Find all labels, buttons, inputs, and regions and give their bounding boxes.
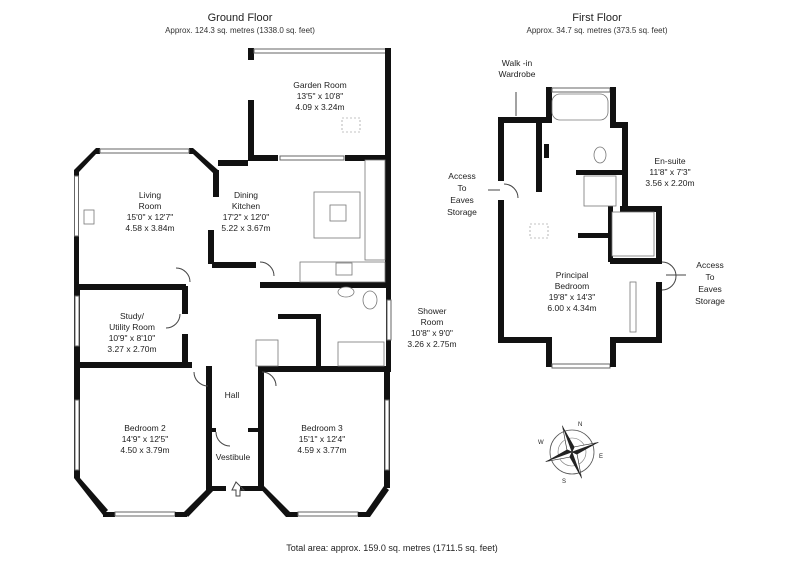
toilet-icon [362,290,378,310]
compass-n: N [578,422,582,428]
hob-icon [329,204,347,222]
first-floor-walls [498,87,662,369]
ensuite-name: En-suite [654,156,685,166]
sink-icon [335,262,353,276]
access-right-2: To [706,272,715,282]
compass-s: S [562,479,566,485]
ground-floor-fixtures [83,117,386,497]
door-swing [215,431,231,447]
access-right-1: Access [696,260,723,270]
rooflight-icon [341,117,361,133]
study-name-1: Study/ [120,311,145,321]
garden-room-metric: 4.09 x 3.24m [295,102,344,112]
living-room-imperial: 15'0" x 12'7" [127,212,174,222]
dining-kitchen-metric: 5.22 x 3.67m [221,223,270,233]
access-left-2: To [458,183,467,193]
access-left-3: Eaves [450,195,474,205]
principal-bedroom-name-2: Bedroom [555,281,590,291]
basin-icon [337,286,355,298]
bedroom-3-imperial: 15'1" x 12'4" [299,434,346,444]
study-imperial: 10'9" x 8'10" [109,333,156,343]
wardrobe-icon [629,281,637,333]
ground-floor-title: Ground Floor [208,12,273,24]
bath-icon [551,93,609,121]
door-swing [165,313,181,329]
kitchen-units [364,159,386,261]
first-floor-title: First Floor [572,12,622,24]
ground-floor-labels: Garden Room 13'5" x 10'8" 4.09 x 3.24m L… [107,80,456,462]
toilet-icon [593,146,607,164]
door-swing [261,371,277,387]
rooflight-icon [529,223,549,239]
shower-tray [337,341,385,367]
stair-icon [611,211,655,257]
first-floor-fixtures [488,92,686,333]
dining-kitchen-name-1: Dining [234,190,258,200]
living-room-metric: 4.58 x 3.84m [125,223,174,233]
access-right-4: Storage [695,296,725,306]
compass-e: E [599,454,603,460]
entrance-arrow-icon [231,481,246,497]
garden-room-imperial: 13'5" x 10'8" [297,91,344,101]
stair-icon [255,339,279,367]
study-name-2: Utility Room [109,322,155,332]
shower-room-imperial: 10'8" x 9'0" [411,328,453,338]
principal-bedroom-name-1: Principal [556,270,589,280]
bedroom-2-metric: 4.50 x 3.79m [120,445,169,455]
first-floor-labels: Walk -in Wardrobe En-suite 11'8" x 7'3" … [447,58,725,313]
door-swing [661,261,677,291]
principal-bedroom-metric: 6.00 x 4.34m [547,303,596,313]
dining-kitchen-name-2: Kitchen [232,201,261,211]
walk-in-label-2: Wardrobe [498,69,535,79]
bedroom-3-name: Bedroom 3 [301,423,343,433]
ensuite-imperial: 11'8" x 7'3" [649,167,690,177]
compass-rose: W E N S [538,422,603,485]
access-left-4: Storage [447,207,477,217]
shower-room-metric: 3.26 x 2.75m [407,339,456,349]
vestibule-name: Vestibule [216,452,251,462]
principal-bedroom-imperial: 19'8" x 14'3" [549,292,596,302]
shower-room-name-2: Room [421,317,444,327]
door-swing [175,267,191,283]
fireplace-icon [83,209,95,225]
bedroom-2-name: Bedroom 2 [124,423,166,433]
walk-in-label-1: Walk -in [502,58,533,68]
door-swing [503,183,519,199]
access-right-3: Eaves [698,284,722,294]
hall-name: Hall [225,390,240,400]
bedroom-3-metric: 4.59 x 3.77m [297,445,346,455]
dining-kitchen-imperial: 17'2" x 12'0" [223,212,270,222]
bedroom-2-imperial: 14'9" x 12'5" [122,434,169,444]
study-metric: 3.27 x 2.70m [107,344,156,354]
ensuite-metric: 3.56 x 2.20m [645,178,694,188]
door-swing [259,261,275,277]
shower-room-name-1: Shower [418,306,447,316]
first-floor-area: Approx. 34.7 sq. metres (373.5 sq. feet) [527,26,668,35]
ground-floor-area: Approx. 124.3 sq. metres (1338.0 sq. fee… [165,26,315,35]
door-swing [193,371,209,387]
access-left-1: Access [448,171,475,181]
living-room-name-1: Living [139,190,161,200]
total-area: Total area: approx. 159.0 sq. metres (17… [286,543,497,553]
shower-tray [583,175,617,207]
garden-room-name: Garden Room [293,80,346,90]
compass-w: W [538,440,544,446]
living-room-name-2: Room [139,201,162,211]
ground-floor-walls [74,48,392,517]
